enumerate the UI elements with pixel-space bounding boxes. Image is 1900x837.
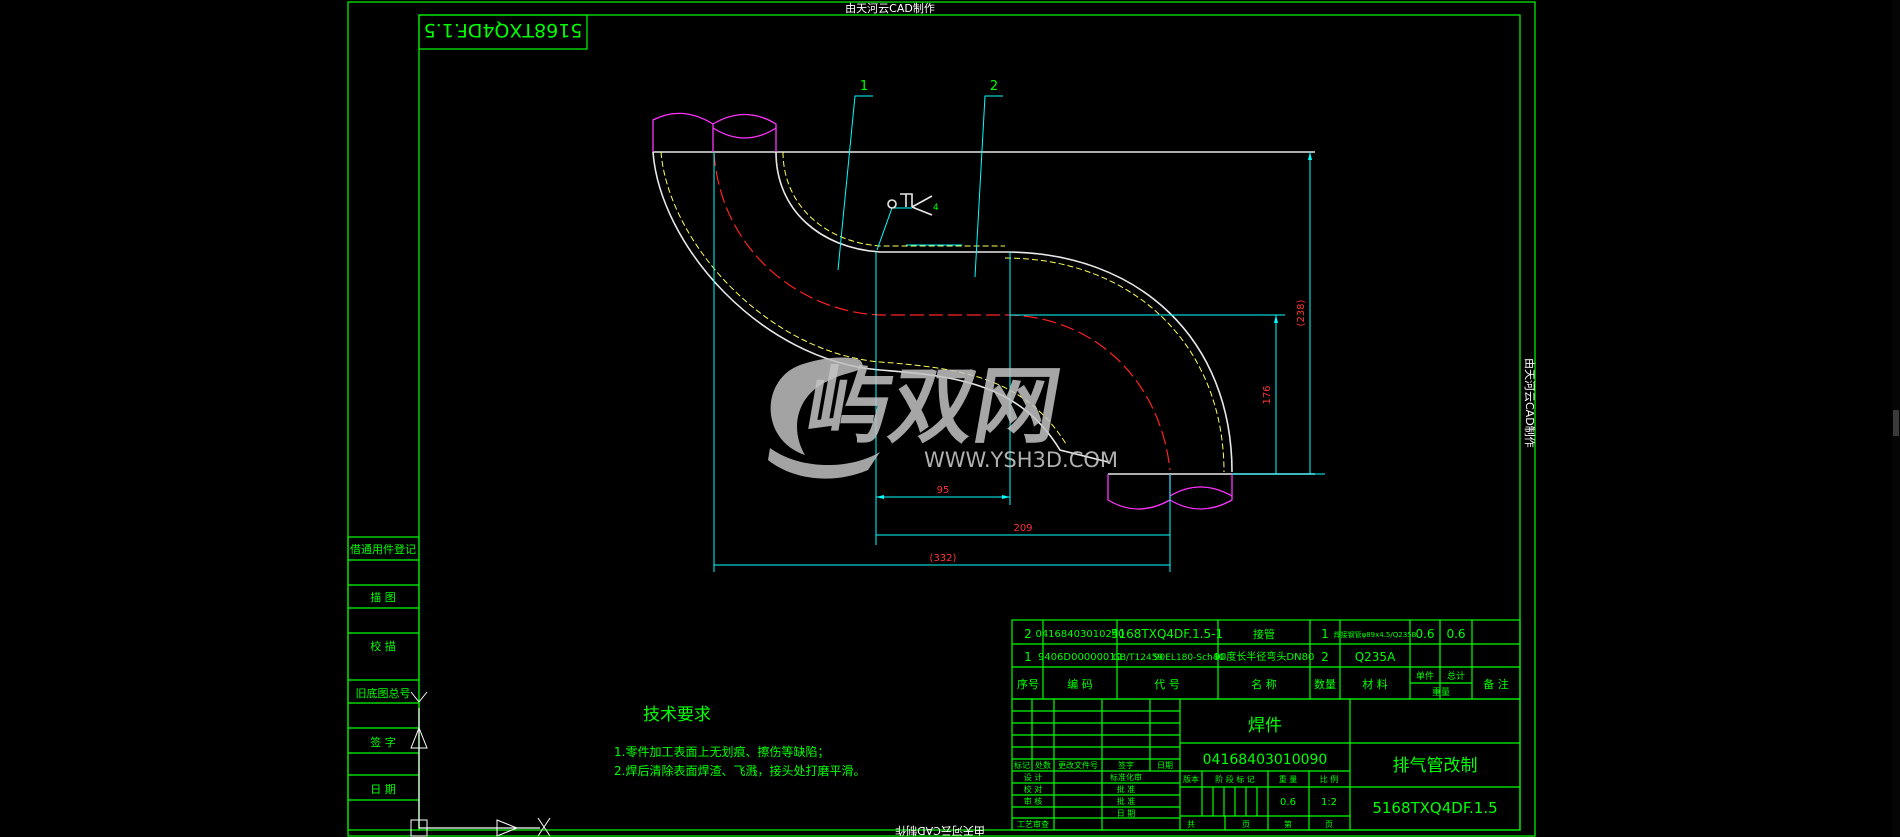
dim-332: (332) [930, 553, 957, 564]
stage-label: 版本 [1183, 774, 1199, 784]
bom-cell: 接管 [1253, 627, 1275, 641]
bom-cell: 90度长半径弯头DN80 [1214, 650, 1315, 663]
bom-header-cell: 数量 [1314, 678, 1336, 691]
scale-value: 1:2 [1321, 797, 1337, 808]
bom-cell: 2 [1321, 650, 1329, 664]
bom-row: 1 9406D00000010 GB/T12459 90EL180-Sch40 … [1024, 650, 1396, 664]
balloon-2: 2 [990, 79, 998, 94]
watermark [768, 357, 880, 479]
dim-95: 95 [937, 485, 950, 496]
bom-cell: Q235A [1355, 650, 1396, 664]
balloon-1: 1 [860, 79, 868, 94]
sign-label: 批 准 [1117, 796, 1136, 806]
sheet-label: 第 [1284, 819, 1292, 829]
stage-label: 比 例 [1320, 774, 1339, 784]
sign-label: 批 准 [1117, 784, 1136, 794]
bom-header-cell: 编 码 [1067, 677, 1093, 691]
tech-item: 2.焊后清除表面焊渣、飞溅，接头处打磨平滑。 [614, 763, 865, 778]
rev-label: 更改文件号 [1058, 760, 1098, 770]
drawing-code-mirrored: 5168TXQ4DF.1.5 [424, 19, 583, 41]
tech-title: 技术要求 [643, 705, 711, 725]
bom-header-cell: 单件 [1416, 670, 1434, 682]
vertical-scrollbar[interactable] [1892, 0, 1900, 837]
weld-symbol-text: 4 [933, 203, 939, 213]
bom-header-cell: 备 注 [1483, 677, 1509, 691]
strip-label: 校 描 [370, 639, 396, 653]
sign-label: 标准化审 [1110, 772, 1142, 782]
rev-label: 标记 [1014, 760, 1030, 770]
watermark-cn: 屿双网 [799, 357, 1068, 455]
side-credit: 由天河云CAD制作 [1523, 358, 1537, 448]
strip-label: 描 图 [370, 590, 396, 604]
sign-label: 校 对 [1024, 784, 1043, 794]
sheet-label: 共 [1187, 820, 1195, 829]
watermark-url: WWW.YSH3D.COM [924, 448, 1118, 472]
bom-cell: 焊接钢管φ89x4.5/Q235B [1334, 630, 1417, 639]
bom-cell: 5168TXQ4DF.1.5-1 [1111, 627, 1223, 641]
tech-item: 1.零件加工表面上无划痕、擦伤等缺陷； [614, 744, 829, 759]
bom-cell: 0.6 [1446, 627, 1465, 641]
rev-label: 日期 [1157, 761, 1173, 770]
scrollbar-thumb[interactable] [1893, 410, 1899, 436]
pipe-geometry [652, 112, 1315, 510]
rev-label: 处数 [1035, 760, 1051, 770]
drawing-code-box: 5168TXQ4DF.1.5 [418, 14, 588, 50]
title-part-type: 焊件 [1248, 716, 1282, 736]
title-name: 排气管改制 [1393, 756, 1478, 776]
weight-value: 0.6 [1280, 797, 1296, 808]
bom-header-cell: 名 称 [1251, 677, 1277, 691]
inner-frame [418, 14, 1521, 831]
leaders [837, 95, 1003, 278]
bom-header: 序号 编 码 代 号 名 称 数量 材 料 单件 总计 重量 备 注 [1017, 670, 1509, 698]
dimension-lines [713, 152, 1325, 572]
bom-header-cell: 材 料 [1362, 677, 1388, 691]
dim-209: 209 [1013, 523, 1032, 534]
ucs-icon [410, 691, 551, 837]
bom-cell: 0.6 [1415, 627, 1434, 641]
bom-cell: GB/T12459 [1113, 653, 1164, 663]
dim-176: 176 [1262, 385, 1273, 404]
bom-cell: 1 [1024, 650, 1032, 664]
strip-label: 借通用件登记 [350, 542, 416, 556]
title-code: 04168403010090 [1203, 752, 1328, 768]
strip-label: 旧底图总号 [356, 686, 411, 700]
bottom-credit: 由天河云CAD制作 [895, 824, 985, 837]
left-strip: 借通用件登记 描 图 校 描 旧底图总号 签 字 日 期 [347, 536, 420, 831]
sign-label: 设 计 [1024, 772, 1043, 782]
strip-label: 日 期 [370, 783, 396, 796]
bom-header-cell: 总计 [1447, 670, 1465, 682]
bom-header-cell: 代 号 [1154, 678, 1180, 691]
strip-label: 签 字 [370, 735, 396, 749]
sign-label: 审 核 [1024, 796, 1043, 806]
bom-header-cell: 重量 [1432, 686, 1450, 698]
dim-238: (238) [1296, 299, 1307, 326]
bom-cell: 9406D00000010 [1038, 652, 1122, 663]
bom-header-cell: 序号 [1017, 677, 1039, 691]
bom-row: 2 04168403010240 5168TXQ4DF.1.5-1 接管 1 焊… [1024, 627, 1465, 641]
bom-cell: 1 [1321, 627, 1329, 641]
bom-cell: 90EL180-Sch40 [1154, 653, 1225, 663]
sheet-label: 页 [1242, 820, 1250, 829]
sign-label: 工艺审查 [1017, 819, 1049, 829]
bom-cell: 2 [1024, 627, 1032, 641]
title-drawing-no: 5168TXQ4DF.1.5 [1372, 799, 1497, 817]
rev-label: 签字 [1118, 760, 1134, 770]
stage-label: 重 量 [1279, 774, 1298, 784]
outer-frame [347, 1, 1536, 837]
sign-label: 日 期 [1117, 809, 1136, 818]
bom-cell: 04168403010240 [1035, 629, 1124, 640]
top-credit: 由天河云CAD制作 [845, 1, 935, 15]
stage-label: 阶 段 标 记 [1215, 774, 1255, 784]
sheet-label: 页 [1325, 820, 1333, 829]
title-block [1011, 698, 1521, 831]
